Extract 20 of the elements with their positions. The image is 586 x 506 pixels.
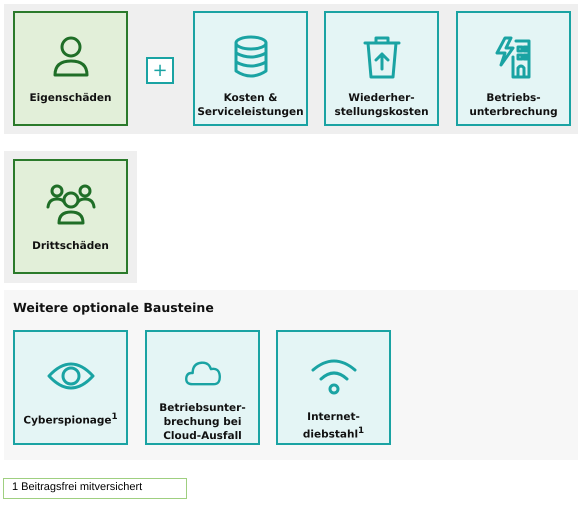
- module-card: [13, 330, 128, 445]
- section-panel: [4, 290, 578, 460]
- module-card: [276, 330, 391, 445]
- plus-sign: +: [146, 57, 174, 84]
- module-card: [13, 11, 128, 126]
- module-card: [324, 11, 439, 126]
- module-card: [456, 11, 571, 126]
- module-label: Internet- diebstahl$^{1}$: [302, 410, 366, 442]
- module-label: Drittschäden: [31, 239, 110, 253]
- module-card: [13, 159, 128, 274]
- module-label: Eigenschäden: [28, 91, 113, 105]
- module-label: Betriebs- unterbrechung: [468, 91, 559, 119]
- footnote: 1 Beitragsfrei mitversichert: [3, 478, 187, 499]
- module-label: Cyberspionage$^{1}$: [22, 411, 119, 428]
- module-label: Betriebsunter- brechung bei Cloud-Ausfall: [158, 401, 247, 443]
- module-label: Kosten & Serviceleistungen: [196, 91, 305, 119]
- module-label: Wiederher- stellungskosten: [333, 91, 430, 119]
- module-card: [193, 11, 308, 126]
- section-heading: Weitere optionale Bausteine: [13, 300, 214, 315]
- module-card: [145, 330, 260, 445]
